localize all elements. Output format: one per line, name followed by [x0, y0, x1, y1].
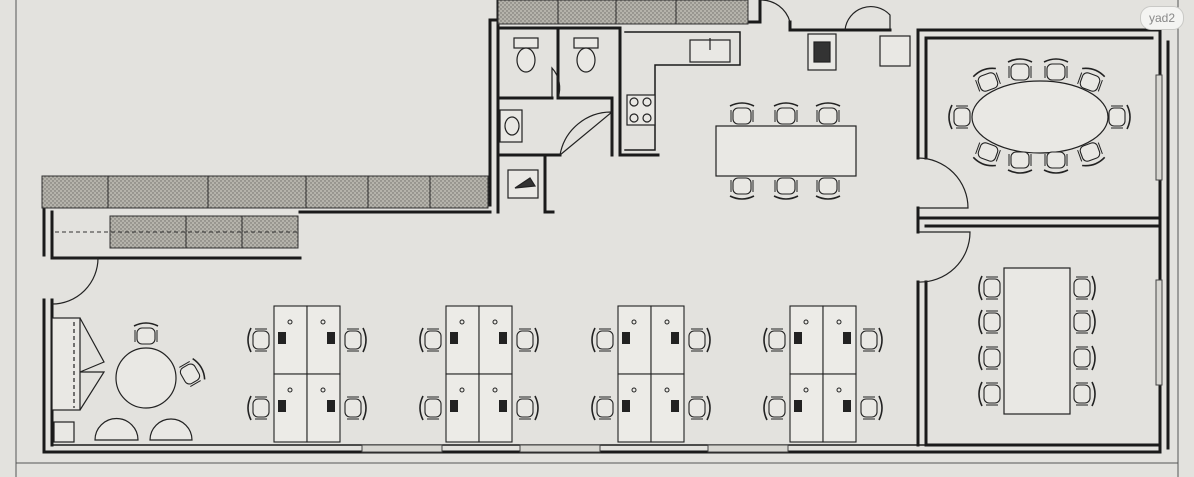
chair: [978, 345, 1001, 371]
oval-meeting-table: [971, 80, 1109, 154]
phone-icon: [836, 319, 842, 325]
chair: [773, 102, 799, 125]
desk: [478, 305, 513, 375]
monitor-icon: [450, 400, 458, 412]
monitor-icon: [278, 400, 286, 412]
chair: [972, 142, 1001, 167]
monitor-icon: [671, 332, 679, 344]
monitor-icon: [843, 332, 851, 344]
phone-icon: [664, 319, 670, 325]
chair: [1108, 104, 1131, 130]
phone-icon: [287, 319, 293, 325]
chair: [591, 395, 614, 421]
monitor-icon: [278, 332, 286, 344]
chair: [1007, 151, 1033, 174]
desk: [650, 373, 685, 443]
chair: [247, 395, 270, 421]
storage-cabinets: [41, 0, 749, 249]
chair: [1073, 309, 1096, 335]
chair: [763, 327, 786, 353]
chair: [815, 177, 841, 200]
desk: [822, 373, 857, 443]
kitchen-table: [715, 125, 857, 177]
phone-icon: [631, 387, 637, 393]
phone-icon: [287, 387, 293, 393]
monitor-icon: [622, 332, 630, 344]
chair: [247, 327, 270, 353]
monitor-icon: [499, 332, 507, 344]
restroom-fixtures: [499, 33, 911, 199]
monitor-icon: [622, 400, 630, 412]
chair: [860, 395, 883, 421]
chair: [948, 104, 971, 130]
windows: [361, 74, 1163, 453]
chair: [1073, 345, 1096, 371]
chair: [1077, 67, 1106, 92]
phone-icon: [459, 387, 465, 393]
chair: [1043, 58, 1069, 81]
chair: [591, 327, 614, 353]
monitor-icon: [327, 332, 335, 344]
chair: [860, 327, 883, 353]
monitor-icon: [499, 400, 507, 412]
phone-icon: [803, 387, 809, 393]
workstation-desks: [273, 305, 857, 443]
walls: [42, 0, 1170, 454]
desk: [306, 373, 341, 443]
chair: [516, 327, 539, 353]
chair: [179, 357, 206, 387]
monitor-icon: [671, 400, 679, 412]
chair: [1077, 142, 1106, 167]
chair: [688, 327, 711, 353]
sheet-border: [15, 0, 1179, 477]
chair: [773, 177, 799, 200]
chair: [978, 309, 1001, 335]
phone-icon: [631, 319, 637, 325]
chair: [978, 381, 1001, 407]
phone-icon: [803, 319, 809, 325]
monitor-icon: [794, 332, 802, 344]
phone-icon: [664, 387, 670, 393]
chair: [516, 395, 539, 421]
chairs: [133, 58, 1131, 421]
phone-icon: [320, 387, 326, 393]
chair: [972, 67, 1001, 92]
chair: [1007, 58, 1033, 81]
desk: [306, 305, 341, 375]
phone-icon: [492, 387, 498, 393]
lounge-furniture: [51, 317, 193, 443]
chair: [763, 395, 786, 421]
chair: [815, 102, 841, 125]
chair: [729, 177, 755, 200]
chair: [1073, 275, 1096, 301]
chair: [344, 327, 367, 353]
monitor-icon: [327, 400, 335, 412]
chair: [419, 395, 442, 421]
chair: [688, 395, 711, 421]
monitor-icon: [794, 400, 802, 412]
chair: [133, 322, 159, 345]
desk: [478, 373, 513, 443]
monitor-icon: [450, 332, 458, 344]
phone-icon: [836, 387, 842, 393]
doors: [51, 0, 971, 305]
boardroom-table: [1003, 267, 1071, 415]
chair: [344, 395, 367, 421]
phone-icon: [459, 319, 465, 325]
chair: [1073, 381, 1096, 407]
chair: [729, 102, 755, 125]
phone-icon: [492, 319, 498, 325]
phone-icon: [320, 319, 326, 325]
chair: [978, 275, 1001, 301]
desk: [650, 305, 685, 375]
monitor-icon: [843, 400, 851, 412]
desk: [822, 305, 857, 375]
yad2-watermark: yad2: [1140, 6, 1184, 30]
chair: [1043, 151, 1069, 174]
chair: [419, 327, 442, 353]
